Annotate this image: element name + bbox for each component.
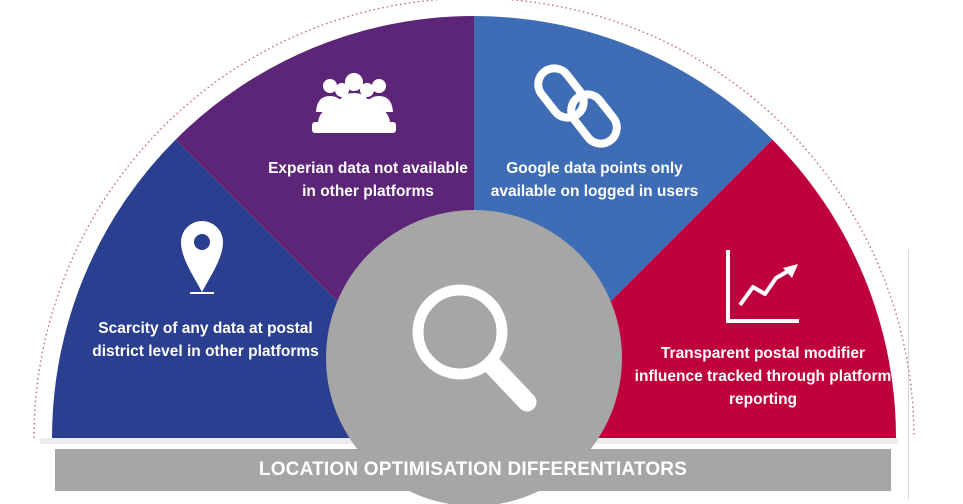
segment-reporting-text: Transparent postal modifier influence tr…: [634, 345, 892, 408]
segment-google-text: Google data points only available on log…: [490, 160, 699, 200]
location-pin-icon: [181, 221, 223, 294]
chain-link-icon: [534, 64, 621, 148]
title-banner: LOCATION OPTIMISATION DIFFERENTIATORS: [55, 449, 891, 491]
banner-label: LOCATION OPTIMISATION DIFFERENTIATORS: [258, 459, 688, 480]
center-circle: [326, 210, 622, 504]
trend-chart-icon: [726, 250, 799, 323]
right-divider: [908, 250, 909, 500]
segment-location-text: Scarcity of any data at postal district …: [92, 320, 319, 360]
audience-group-icon: [312, 73, 396, 133]
segment-experian-text: Experian data not available in other pla…: [268, 160, 468, 200]
magnifier-icon: [412, 284, 537, 412]
